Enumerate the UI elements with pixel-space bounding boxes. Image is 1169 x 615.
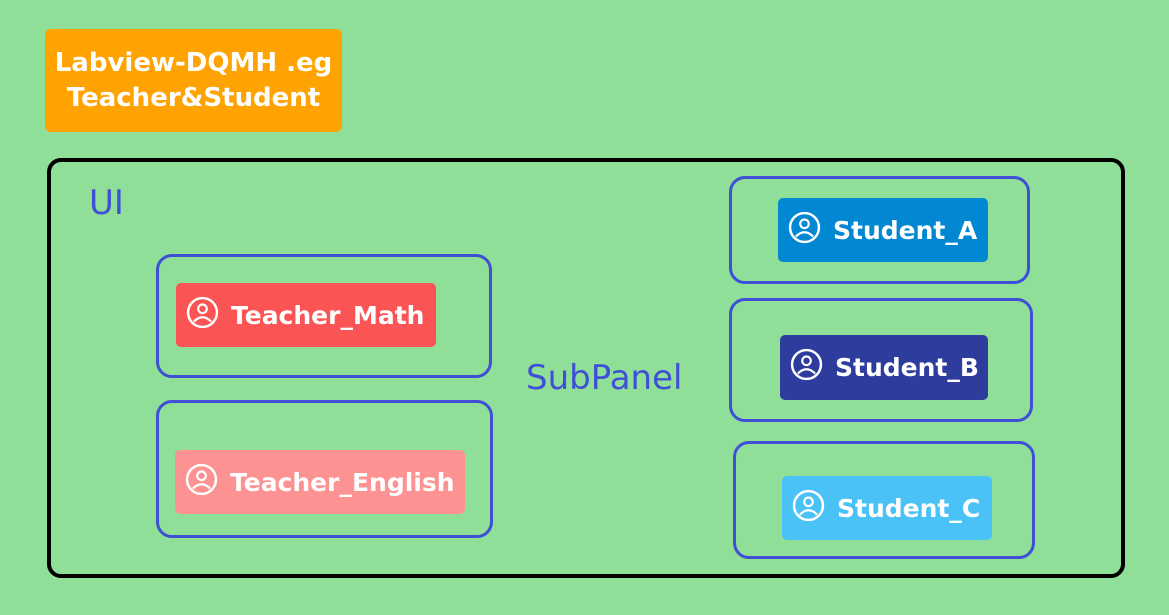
subpanel-student-a [729,176,1030,284]
title-line-2: Teacher&Student [66,82,321,113]
ui-label: UI [89,183,124,223]
subpanel-teacher-math [156,254,492,378]
subpanel-label: SubPanel [526,358,683,398]
ui-frame [47,158,1125,578]
module-student-c: Student_C [782,476,992,540]
user-circle-icon [788,211,833,250]
module-student-a: Student_A [778,198,988,262]
user-circle-icon [790,348,835,387]
module-label: Student_B [835,353,979,382]
module-label: Student_A [833,215,978,245]
subpanel-student-c [733,441,1035,559]
module-student-b: Student_B [780,335,988,400]
user-circle-icon [186,296,231,335]
module-label: Teacher_Math [231,300,425,330]
subpanel-teacher-english [156,400,493,538]
module-teacher-math: Teacher_Math [176,283,436,347]
user-circle-icon [185,463,230,502]
module-label: Student_C [837,493,981,523]
module-teacher-english: Teacher_English [175,450,465,514]
title-box: Labview-DQMH .eg Teacher&Student [45,29,342,132]
subpanel-student-b [729,298,1033,422]
title-line-1: Labview-DQMH .eg [54,47,333,78]
user-circle-icon [792,489,837,528]
module-label: Teacher_English [230,467,455,497]
